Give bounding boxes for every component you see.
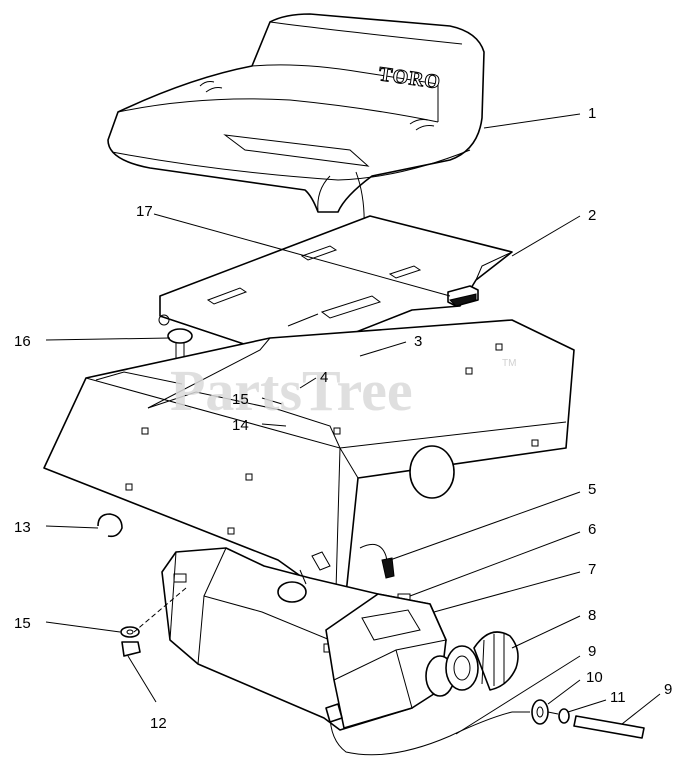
callout-2: 2 (588, 207, 596, 224)
fuel-filter[interactable] (512, 699, 559, 725)
watermark: PartsTree TM (170, 358, 516, 423)
callout-17: 17 (136, 203, 153, 220)
callout-6: 6 (588, 521, 596, 538)
watermark-text: PartsTree (170, 358, 413, 423)
callout-14: 14 (232, 417, 249, 434)
fuel-line-front[interactable] (325, 703, 513, 756)
seat-switch[interactable] (447, 285, 479, 307)
callout-9-line: 9 (588, 643, 596, 660)
washer-lower[interactable] (120, 626, 140, 638)
snap-ring[interactable] (97, 513, 123, 538)
callout-11: 11 (610, 689, 626, 706)
lock-nut[interactable] (121, 587, 187, 657)
wire-harness[interactable] (299, 543, 395, 585)
fuel-line-rear[interactable] (573, 715, 645, 739)
seat-base-panel[interactable] (43, 319, 575, 601)
callout-labels: 1 2 3 4 5 6 7 8 9 9 10 11 12 13 14 15 15… (14, 105, 672, 732)
callout-5: 5 (588, 481, 596, 498)
callout-4: 4 (320, 369, 328, 386)
callout-15-lower: 15 (14, 615, 31, 632)
callout-16: 16 (14, 333, 31, 350)
hose-clamp[interactable] (558, 708, 570, 724)
callout-leaders (45, 113, 661, 735)
callout-1: 1 (588, 105, 596, 122)
seat[interactable]: TORO (107, 13, 485, 343)
callout-10: 10 (586, 669, 603, 686)
callout-9-rear: 9 (664, 681, 672, 698)
fuel-tank-cap[interactable] (425, 631, 519, 697)
callout-7: 7 (588, 561, 596, 578)
fuel-tank[interactable] (161, 547, 447, 731)
callout-15-upper: 15 (232, 391, 249, 408)
callout-13: 13 (14, 519, 31, 536)
callout-12: 12 (150, 715, 167, 732)
callout-3: 3 (414, 333, 422, 350)
watermark-trademark: TM (502, 358, 516, 369)
callout-8: 8 (588, 607, 596, 624)
